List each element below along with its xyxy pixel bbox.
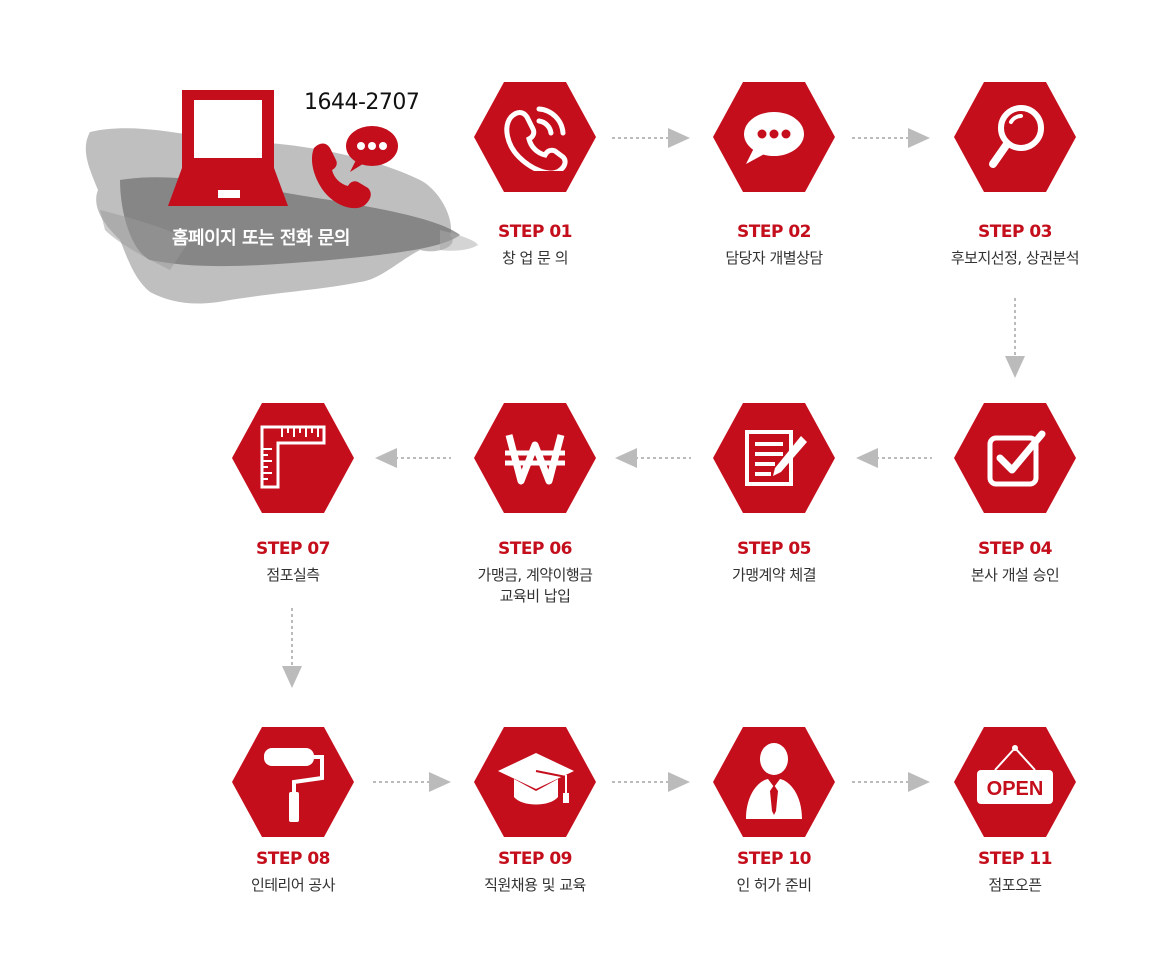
phone-number: 1644-2707 — [304, 90, 420, 115]
open-sign-text: OPEN — [987, 778, 1044, 800]
step-07-desc: 점포실측 — [266, 566, 320, 584]
step-03-desc: 후보지선정, 상권분석 — [950, 249, 1080, 267]
open-sign-icon: OPEN — [973, 744, 1057, 814]
arrow-right-icon — [612, 772, 690, 792]
step-05-title: STEP 05 — [737, 539, 812, 559]
step-03-title: STEP 03 — [978, 222, 1053, 242]
step-08-hexagon[interactable] — [232, 727, 354, 837]
step-06-hexagon[interactable] — [474, 403, 596, 513]
chat-bubble-icon — [742, 110, 806, 166]
step-04-hexagon[interactable] — [954, 403, 1076, 513]
arrow-down-icon — [282, 608, 302, 688]
step-11-title: STEP 11 — [978, 849, 1053, 869]
step-04-title: STEP 04 — [978, 539, 1053, 559]
contract-pen-icon — [743, 428, 809, 488]
arrow-right-icon — [612, 128, 690, 148]
arrow-right-icon — [852, 128, 930, 148]
magnifier-icon — [987, 104, 1047, 170]
step-01-hexagon[interactable] — [474, 82, 596, 192]
won-icon — [505, 431, 565, 485]
step-02-title: STEP 02 — [737, 222, 812, 242]
ruler-icon — [260, 425, 326, 489]
arrow-left-icon — [375, 448, 451, 468]
step-05-hexagon[interactable] — [713, 403, 835, 513]
step-06-title: STEP 06 — [498, 539, 573, 559]
step-02-hexagon[interactable] — [713, 82, 835, 192]
step-03-hexagon[interactable] — [954, 82, 1076, 192]
step-08-title: STEP 08 — [256, 849, 331, 869]
person-tie-icon — [744, 741, 804, 821]
step-10-desc: 인 허가 준비 — [736, 876, 812, 894]
step-04-desc: 본사 개설 승인 — [970, 566, 1060, 584]
step-10-hexagon[interactable] — [713, 727, 835, 837]
step-01-title: STEP 01 — [498, 222, 573, 242]
arrow-right-icon — [852, 772, 930, 792]
step-01-desc: 창 업 문 의 — [501, 249, 569, 267]
checkbox-icon — [986, 428, 1048, 488]
arrow-left-icon — [856, 448, 932, 468]
intro-label: 홈페이지 또는 전화 문의 — [172, 228, 350, 249]
step-06-desc: 가맹금, 계약이행금 — [477, 566, 593, 584]
arrow-left-icon — [615, 448, 691, 468]
arrow-right-icon — [373, 772, 451, 792]
step-07-title: STEP 07 — [256, 539, 331, 559]
step-11-desc: 점포오픈 — [988, 876, 1042, 894]
step-02-desc: 담당자 개별상담 — [725, 249, 823, 267]
arrow-down-icon — [1005, 298, 1025, 378]
phone-call-icon — [501, 103, 569, 171]
graduation-cap-icon — [496, 751, 576, 813]
step-07-hexagon[interactable] — [232, 403, 354, 513]
step-09-title: STEP 09 — [498, 849, 573, 869]
step-09-hexagon[interactable] — [474, 727, 596, 837]
step-09-desc: 직원채용 및 교육 — [484, 876, 586, 894]
step-10-title: STEP 10 — [737, 849, 812, 869]
step-05-desc: 가맹계약 체결 — [731, 566, 817, 584]
step-08-desc: 인테리어 공사 — [250, 876, 336, 894]
step-06-desc-line2: 교육비 납입 — [499, 587, 571, 605]
intro-contact: 1644-2707 홈페이지 또는 전화 문의 — [80, 70, 480, 330]
paint-roller-icon — [262, 744, 326, 824]
step-11-hexagon[interactable]: OPEN — [954, 727, 1076, 837]
